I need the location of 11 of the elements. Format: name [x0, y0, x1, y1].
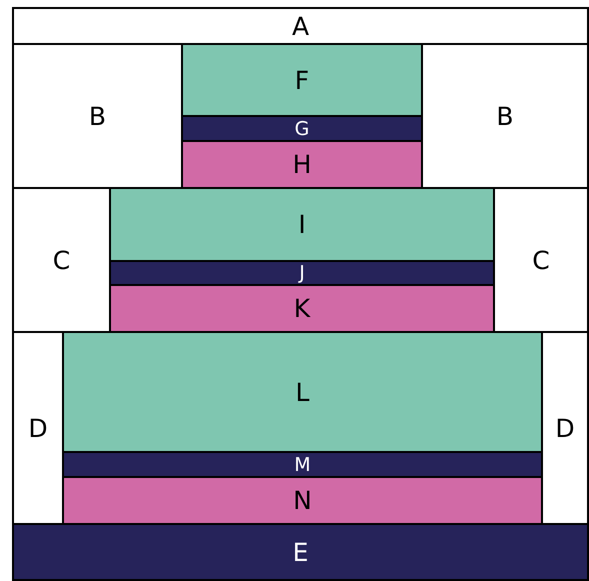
- tier-block: M: [62, 451, 543, 478]
- tier-block: I: [109, 187, 495, 262]
- tier-block: L: [62, 331, 543, 453]
- tier-block: A: [12, 7, 589, 45]
- tier-block: N: [62, 476, 543, 525]
- tier-block: G: [181, 115, 423, 142]
- tier-block: K: [109, 284, 495, 333]
- tier-block: J: [109, 260, 495, 286]
- tier-block: F: [181, 43, 423, 117]
- tier-block: H: [181, 140, 423, 189]
- tier-block: E: [12, 523, 589, 581]
